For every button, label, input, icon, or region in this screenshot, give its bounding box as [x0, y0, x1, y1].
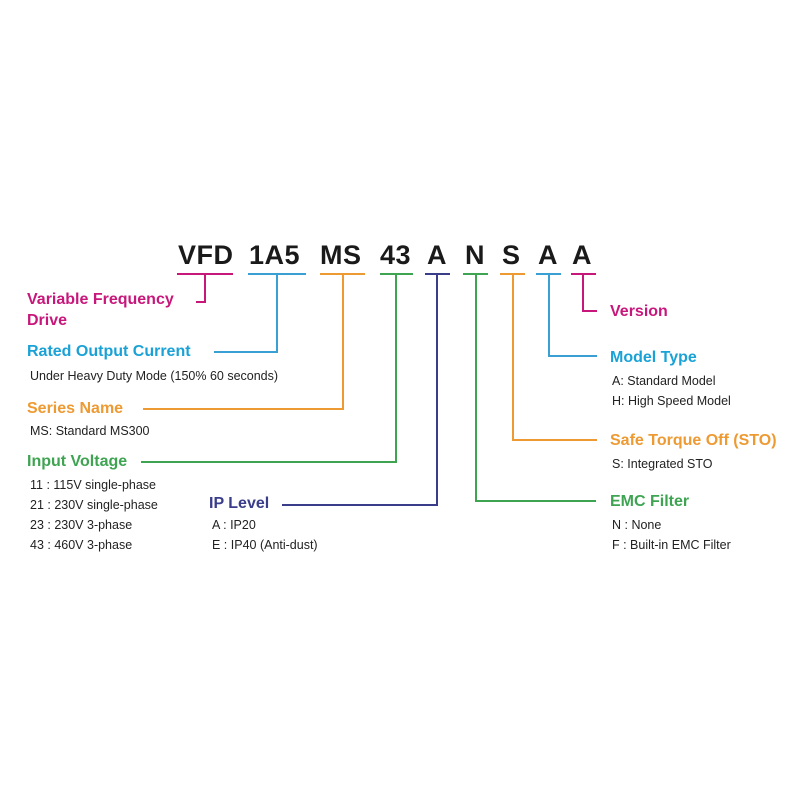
input-voltage-option: 23 : 230V 3-phase [30, 518, 133, 532]
input-voltage-title: Input Voltage [27, 453, 128, 470]
emc-option: N : None [612, 518, 662, 532]
model-type-option: H: High Speed Model [612, 394, 731, 408]
vfd-title-line1: Variable Frequency [27, 291, 174, 308]
ip-level-title: IP Level [209, 495, 270, 512]
input-voltage-option: 43 : 460V 3-phase [30, 538, 133, 552]
sto-option: S: Integrated STO [612, 457, 713, 471]
model-type-option: A: Standard Model [612, 374, 716, 388]
code-segment-sto: S [502, 240, 521, 270]
code-segment-rated-current: 1A5 [249, 240, 301, 270]
code-segment-series: MS [320, 240, 362, 270]
series-title: Series Name [27, 400, 124, 417]
code-segment-version: A [572, 240, 592, 270]
rated-output-desc: Under Heavy Duty Mode (150% 60 seconds) [30, 369, 279, 383]
ip-level-option: A : IP20 [212, 518, 256, 532]
ip-level-option: E : IP40 (Anti-dust) [212, 538, 318, 552]
code-segment-emc: N [465, 240, 485, 270]
code-segment-model-type: A [538, 240, 558, 270]
series-desc: MS: Standard MS300 [30, 424, 150, 438]
emc-title: EMC Filter [610, 493, 690, 510]
vfd-title-line2: Drive [27, 312, 68, 329]
rated-output-title: Rated Output Current [27, 343, 191, 360]
emc-option: F : Built-in EMC Filter [612, 538, 731, 552]
code-segment-ip: A [427, 240, 447, 270]
code-segment-voltage: 43 [380, 240, 412, 270]
sto-title: Safe Torque Off (STO) [610, 432, 777, 449]
model-type-title: Model Type [610, 349, 697, 366]
version-title: Version [610, 303, 668, 320]
code-segment-vfd: VFD [178, 240, 234, 270]
input-voltage-option: 21 : 230V single-phase [30, 498, 158, 512]
input-voltage-option: 11 : 115V single-phase [30, 478, 157, 492]
